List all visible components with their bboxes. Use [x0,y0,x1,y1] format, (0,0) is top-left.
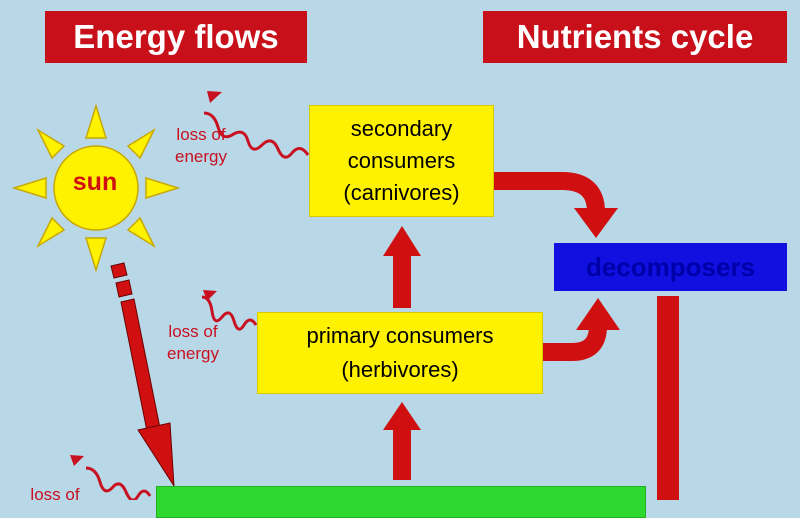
loss-line-1: loss of [30,485,80,504]
secondary-line-1: secondary [350,116,453,141]
nutrients-cycle-title: Nutrients cycle [483,11,787,63]
loss-line-1: loss of [176,125,226,144]
loss-of-energy-label-2: loss of energy [152,321,234,365]
loss-line-2: energy [175,147,227,166]
loss-of-energy-label-1: loss of energy [160,124,242,168]
secondary-to-decomposers-arrow [494,172,618,238]
producers-box [156,486,646,518]
primary-to-secondary-arrow [383,226,421,308]
secondary-line-3: (carnivores) [343,180,460,205]
energy-loss-arrowhead-3 [70,455,84,466]
food-web-diagram [11,91,679,500]
producers-to-primary-arrow [383,402,421,480]
loss-of-energy-label-3: loss of [14,484,96,506]
energy-loss-arrowhead-1 [207,91,222,103]
sun-icon [11,103,181,273]
energy-loss-arrow-1 [203,111,310,159]
loss-line-2: energy [167,344,219,363]
loss-line-1: loss of [168,322,218,341]
primary-line-2: (herbivores) [341,357,459,382]
secondary-line-2: consumers [347,148,456,173]
energy-loss-arrow-3 [85,466,152,500]
primary-to-decomposers-arrow [542,298,620,361]
energy-loss-arrow-2 [201,295,258,331]
primary-consumers-box: primary consumers (herbivores) [257,312,543,394]
energy-flows-title: Energy flows [45,11,307,63]
decomposers-to-producers-arrow [657,296,679,500]
decomposers-box: decomposers [554,243,787,291]
sunlight-arrow [110,262,175,488]
energy-loss-arrowhead-2 [203,290,217,301]
sun-label: sun [72,168,118,196]
secondary-consumers-box: secondary consumers (carnivores) [309,105,494,217]
primary-line-1: primary consumers [306,323,494,348]
